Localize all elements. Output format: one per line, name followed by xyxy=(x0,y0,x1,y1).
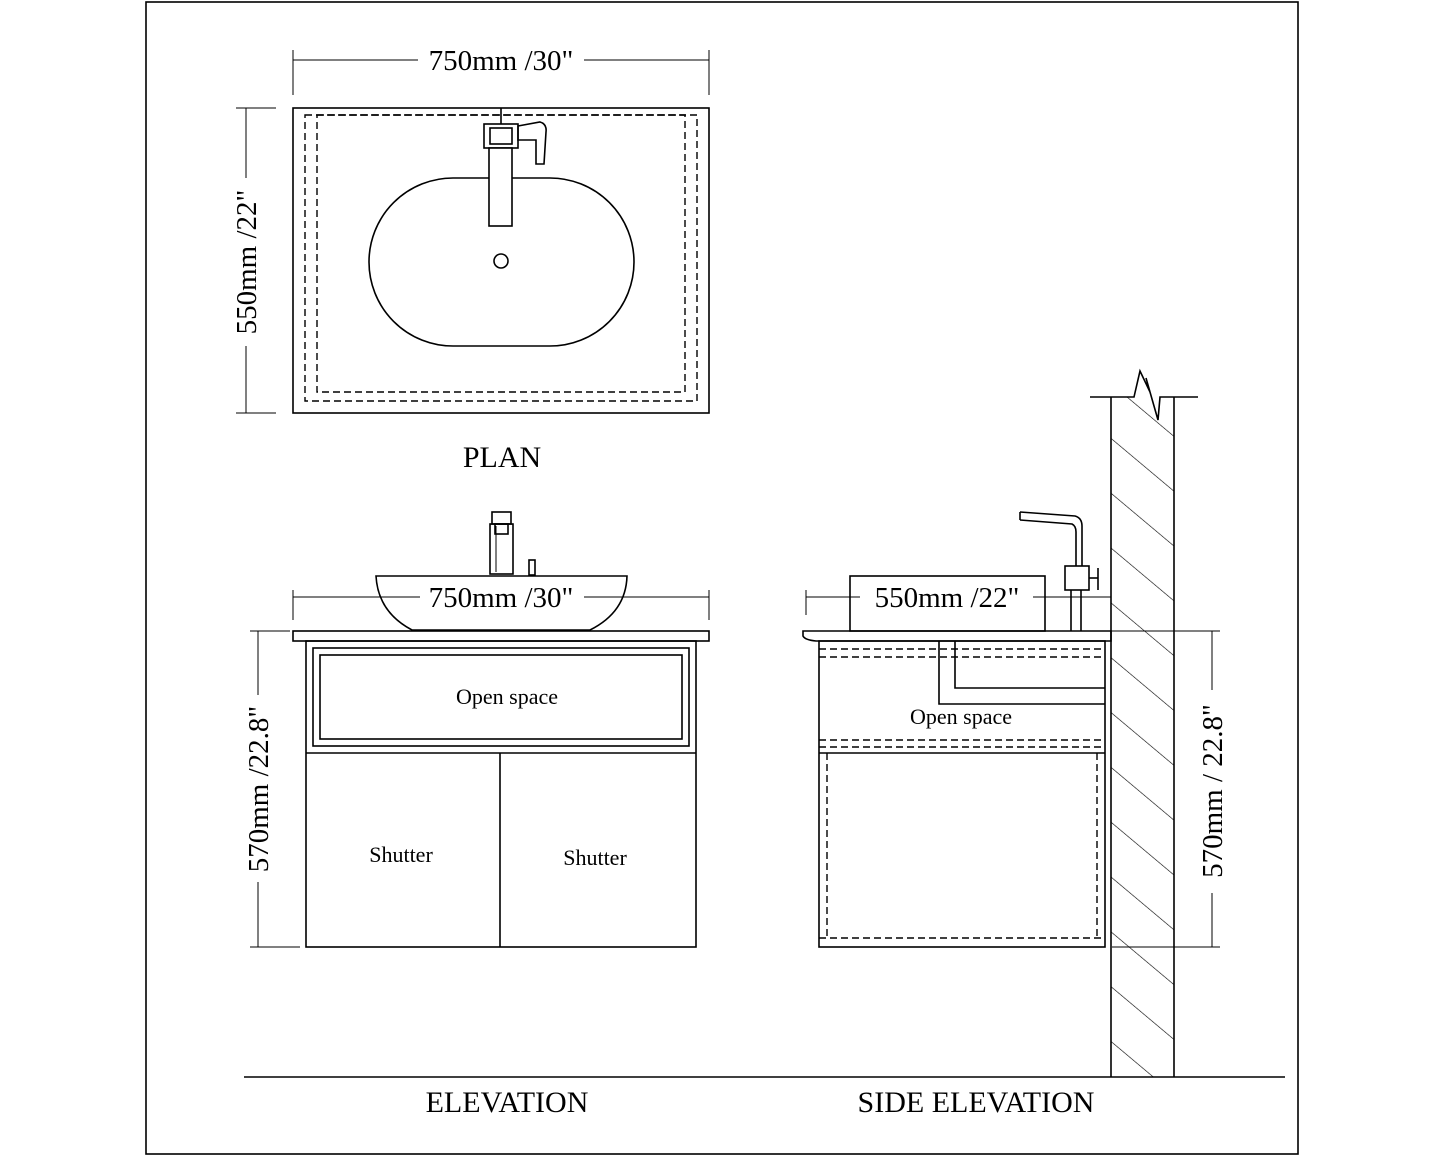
elevation-shutter-right-label: Shutter xyxy=(563,845,627,870)
side-depth-dimension: 550mm /22" xyxy=(805,582,1111,615)
plan-depth-label: 550mm /22" xyxy=(231,190,263,335)
side-open-space-label: Open space xyxy=(910,704,1012,729)
side-height-label: 570mm / 22.8" xyxy=(1197,704,1229,878)
plan-title: PLAN xyxy=(463,441,541,474)
elevation-faucet xyxy=(489,511,536,576)
side-height-dimension: 570mm / 22.8" xyxy=(1112,630,1229,948)
side-faucet xyxy=(1019,511,1099,631)
plan-faucet xyxy=(483,108,547,227)
sheet-border xyxy=(145,1,1299,1155)
plan-width-label: 750mm /30" xyxy=(429,45,574,77)
side-waste-pipe xyxy=(938,641,1105,705)
plan-drain xyxy=(493,253,509,269)
side-cabinet xyxy=(818,640,1106,948)
plan-depth-dimension: 550mm /22" xyxy=(231,107,276,414)
elevation-basin xyxy=(375,575,628,631)
elevation-view: 750mm /30" Open space Shutter Shutter 57… xyxy=(243,511,710,1119)
elevation-width-dimension: 750mm /30" xyxy=(292,582,710,620)
plan-cabinet-outline xyxy=(316,114,686,393)
side-countertop xyxy=(802,630,1112,642)
elevation-shutter-left-label: Shutter xyxy=(369,842,433,867)
elevation-countertop xyxy=(292,630,710,642)
side-depth-label: 550mm /22" xyxy=(875,582,1020,614)
plan-view: 750mm /30" 550mm /22" PLAN xyxy=(231,45,710,474)
side-wall xyxy=(1090,368,1198,1078)
elevation-title: ELEVATION xyxy=(426,1086,589,1119)
elevation-height-dimension: 570mm /22.8" xyxy=(243,630,300,948)
elevation-open-space-label: Open space xyxy=(456,684,558,709)
elevation-cabinet xyxy=(305,640,697,948)
elevation-width-label: 750mm /30" xyxy=(429,582,574,614)
side-elevation-view: 550mm /22" Open space 570mm / 22.8" SIDE… xyxy=(802,368,1229,1119)
side-elevation-title: SIDE ELEVATION xyxy=(858,1086,1095,1119)
plan-width-dimension: 750mm /30" xyxy=(292,45,710,95)
elevation-height-label: 570mm /22.8" xyxy=(243,706,275,873)
elevation-open-shelf xyxy=(312,647,690,747)
